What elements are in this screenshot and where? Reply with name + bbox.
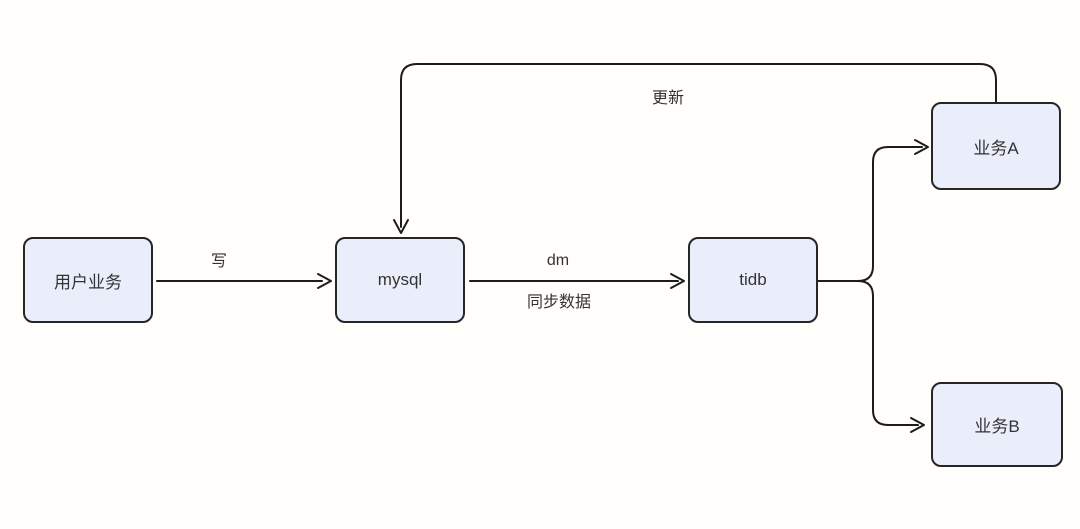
edge-fanout-b-line: [817, 280, 919, 426]
node-tidb: tidb: [688, 237, 818, 323]
edge-update-arrowhead: [393, 219, 409, 234]
node-business-b: 业务B: [931, 382, 1063, 467]
edge-update-line: [400, 63, 997, 228]
node-mysql-label: mysql: [377, 270, 423, 289]
edge-fanout-a-arrowhead: [914, 139, 929, 155]
edge-fanout-b-arrowhead: [910, 417, 925, 433]
node-user-business: 用户业务: [23, 237, 153, 323]
node-business-a-label: 业务A: [973, 138, 1019, 158]
node-mysql: mysql: [335, 237, 465, 323]
node-business-b-label: 业务B: [974, 417, 1020, 436]
edge-label-sync-data: 同步数据: [526, 294, 592, 311]
edge-sync-arrowhead: [670, 273, 685, 289]
edge-write-arrowhead: [317, 273, 332, 289]
edge-label-update: 更新: [651, 90, 685, 107]
node-tidb-label: tidb: [739, 270, 767, 289]
edge-label-write: 写: [210, 253, 228, 270]
node-user-business-label: 用户业务: [54, 272, 122, 292]
edge-label-dm: dm: [546, 252, 570, 269]
edge-fanout-a-line: [817, 146, 923, 282]
node-business-a: 业务A: [931, 102, 1061, 190]
